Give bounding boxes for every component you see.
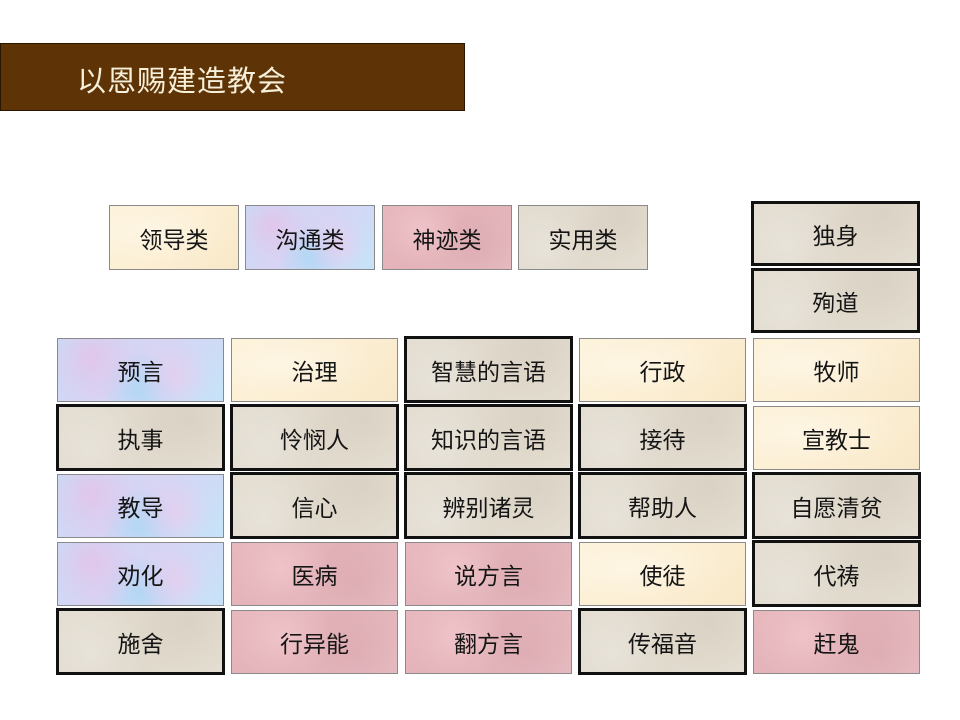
gift-box: 信心 (230, 472, 399, 539)
title-bar: 以恩赐建造教会 (0, 43, 465, 111)
gift-box: 传福音 (578, 608, 747, 675)
gift-box: 治理 (231, 338, 398, 402)
gift-box: 接待 (578, 404, 747, 471)
gift-box: 智慧的言语 (404, 336, 573, 403)
legend-practical: 实用类 (518, 205, 648, 270)
gift-box: 说方言 (405, 542, 572, 606)
gift-box-celibacy: 独身 (751, 201, 920, 266)
gift-box: 执事 (56, 404, 225, 471)
gift-box-martyrdom: 殉道 (751, 268, 920, 333)
gift-box: 自愿清贫 (752, 472, 921, 539)
gift-box: 翻方言 (405, 610, 572, 674)
gift-box: 劝化 (57, 542, 224, 606)
gift-box: 宣教士 (753, 406, 920, 470)
gift-box: 赶鬼 (753, 610, 920, 674)
gift-box: 辨别诸灵 (404, 472, 573, 539)
gift-box: 帮助人 (578, 472, 747, 539)
legend-leadership: 领导类 (109, 205, 239, 270)
gift-box: 行异能 (231, 610, 398, 674)
legend-miracle: 神迹类 (382, 205, 512, 270)
gift-box: 教导 (57, 474, 224, 538)
gift-box: 代祷 (752, 540, 921, 607)
legend-communication: 沟通类 (245, 205, 375, 270)
gift-box: 预言 (57, 338, 224, 402)
gift-box: 牧师 (753, 338, 920, 402)
page-title: 以恩赐建造教会 (77, 64, 288, 98)
gift-box: 行政 (579, 338, 746, 402)
gift-box: 医病 (231, 542, 398, 606)
gift-box: 知识的言语 (404, 404, 573, 471)
gift-box: 施舍 (56, 608, 225, 675)
gift-box: 使徒 (579, 542, 746, 606)
gift-box: 怜悯人 (230, 404, 399, 471)
